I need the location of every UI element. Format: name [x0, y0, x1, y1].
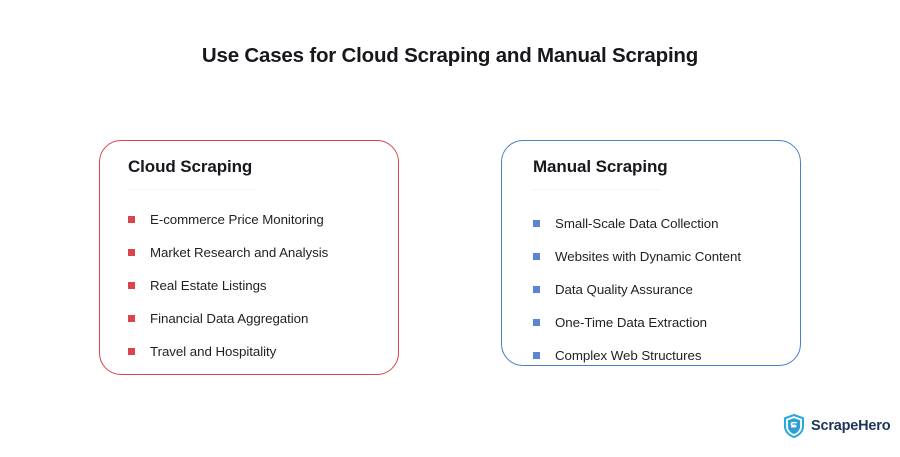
list-item-label: Small-Scale Data Collection [555, 216, 719, 231]
page-title: Use Cases for Cloud Scraping and Manual … [201, 44, 699, 67]
card-manual-scraping: Manual Scraping Small-Scale Data Collect… [501, 140, 801, 366]
bullet-square-icon [533, 253, 540, 260]
card-heading-manual-scraping: Manual Scraping [533, 157, 668, 176]
list-item-label: Data Quality Assurance [555, 282, 693, 297]
list-item: E-commerce Price Monitoring [128, 203, 328, 236]
bullet-square-icon [128, 216, 135, 223]
use-case-list-cloud-scraping: E-commerce Price Monitoring Market Resea… [128, 203, 328, 368]
card-divider [532, 189, 660, 190]
bullet-square-icon [128, 315, 135, 322]
card-cloud-scraping: Cloud Scraping E-commerce Price Monitori… [99, 140, 399, 375]
list-item-label: Market Research and Analysis [150, 245, 329, 260]
list-item: Complex Web Structures [533, 339, 741, 372]
bullet-square-icon [533, 220, 540, 227]
list-item: Travel and Hospitality [128, 335, 328, 368]
list-item: One-Time Data Extraction [533, 306, 741, 339]
brand-wordmark: ScrapeHero [811, 418, 891, 434]
list-item-label: Websites with Dynamic Content [555, 249, 742, 264]
list-item-label: Travel and Hospitality [150, 344, 277, 359]
list-item-label: E-commerce Price Monitoring [150, 212, 324, 227]
use-case-list-manual-scraping: Small-Scale Data Collection Websites wit… [533, 207, 741, 372]
list-item: Websites with Dynamic Content [533, 240, 741, 273]
bullet-square-icon [533, 286, 540, 293]
card-heading-cloud-scraping: Cloud Scraping [128, 157, 253, 176]
bullet-square-icon [533, 352, 540, 359]
list-item: Small-Scale Data Collection [533, 207, 741, 240]
scrapehero-shield-icon [783, 414, 805, 438]
list-item: Real Estate Listings [128, 269, 328, 302]
card-divider [127, 189, 255, 190]
brand-logo: ScrapeHero [783, 414, 891, 438]
list-item-label: Financial Data Aggregation [150, 311, 309, 326]
list-item-label: Real Estate Listings [150, 278, 267, 293]
bullet-square-icon [533, 319, 540, 326]
list-item-label: One-Time Data Extraction [555, 315, 708, 330]
list-item: Market Research and Analysis [128, 236, 328, 269]
list-item-label: Complex Web Structures [555, 348, 702, 363]
bullet-square-icon [128, 348, 135, 355]
list-item: Financial Data Aggregation [128, 302, 328, 335]
bullet-square-icon [128, 282, 135, 289]
list-item: Data Quality Assurance [533, 273, 741, 306]
bullet-square-icon [128, 249, 135, 256]
